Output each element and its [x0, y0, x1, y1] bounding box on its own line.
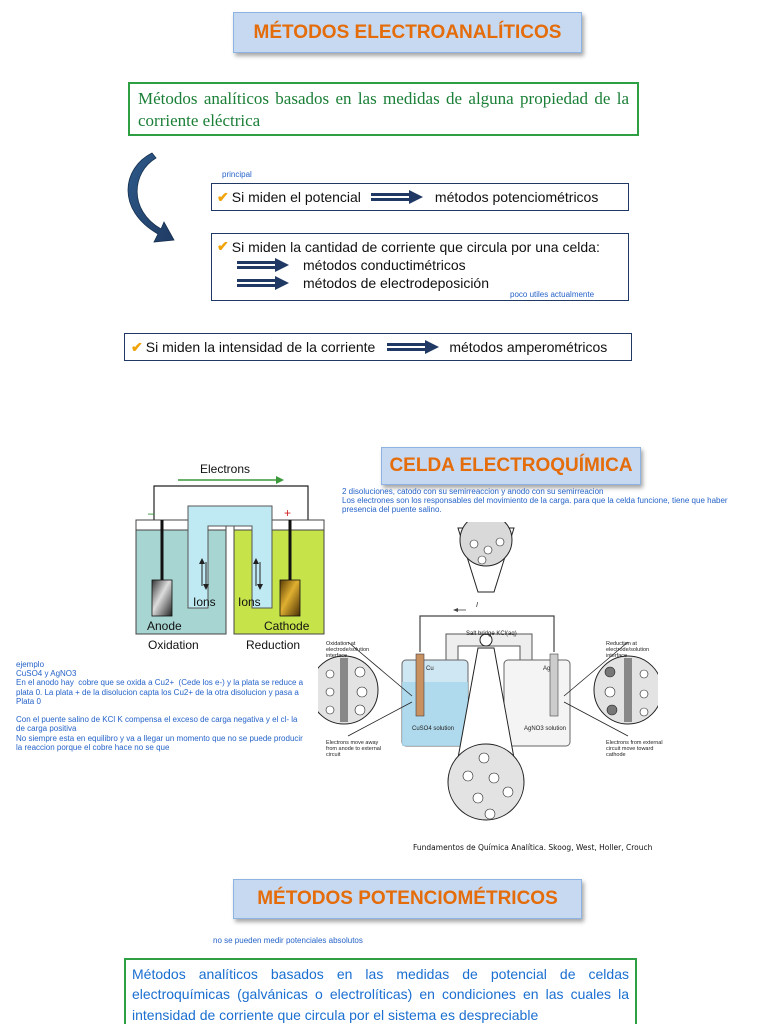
- plus-sign: +: [284, 506, 292, 520]
- agno3-label: AgNO3 solution: [524, 726, 567, 732]
- figure-caption: Fundamentos de Química Analítica. Skoog,…: [413, 843, 653, 852]
- double-arrow-icon: [387, 340, 440, 354]
- section3-title: MÉTODOS POTENCIOMÉTRICOS: [233, 879, 582, 919]
- cell-note: 2 disoluciones, catodo con su semirreacc…: [342, 487, 728, 515]
- note-poco-utiles: poco utiles actualmente: [510, 290, 595, 299]
- item-potential-label: Si miden el potencial: [231, 189, 361, 205]
- right-top-label: Reduction at electrode/solution interfac…: [606, 641, 650, 660]
- item-potential-method: métodos potenciométricos: [434, 189, 599, 205]
- double-arrow-icon: [237, 258, 289, 272]
- double-arrow-icon: [370, 190, 423, 204]
- section2-title: CELDA ELECTROQUÍMICA: [381, 447, 641, 485]
- section1-title: MÉTODOS ELECTROANALÍTICOS: [233, 12, 582, 53]
- check-icon: ✔: [131, 338, 143, 355]
- cu-label: Cu: [426, 666, 434, 672]
- note-principal: principal: [222, 170, 252, 179]
- method-electrodeposition: métodos de electrodeposición: [303, 275, 490, 291]
- ions-left-label: Ions: [193, 595, 216, 609]
- item-potential: ✔ Si miden el potencial métodos potencio…: [211, 183, 629, 211]
- right-bottom-label: Electrons from external circuit move tow…: [606, 740, 663, 759]
- section1-definition: Métodos analíticos basados en las medida…: [128, 82, 639, 136]
- salt-bridge-label: Salt bridge KCl(aq): [466, 631, 517, 637]
- minus-sign: –: [148, 506, 155, 520]
- item-quantity-label: Si miden la cantidad de corriente que ci…: [231, 238, 600, 255]
- detailed-cell-diagram: [318, 522, 658, 821]
- check-icon: ✔: [217, 238, 229, 254]
- salt-bridge: [187, 505, 273, 609]
- double-arrow-icon: [237, 276, 289, 290]
- left-bottom-label: Electrons move away from anode to extern…: [326, 740, 382, 759]
- simple-cell-diagram: [135, 476, 325, 635]
- method-conductimetric: métodos conductimétricos: [303, 257, 466, 273]
- section3-definition: Métodos analíticos basados en las medida…: [124, 958, 637, 1024]
- reduction-label: Reduction: [246, 638, 301, 652]
- item-intensity-label: Si miden la intensidad de la corriente: [145, 339, 376, 355]
- item-intensity: ✔ Si miden la intensidad de la corriente…: [124, 333, 632, 361]
- note-absolutos: no se pueden medir potenciales absolutos: [213, 936, 363, 945]
- anode-label: Anode: [147, 619, 182, 633]
- cathode-electrode: [279, 579, 301, 617]
- curved-arrow-icon: [127, 152, 175, 243]
- anode-electrode: [151, 579, 173, 617]
- ions-right-label: Ions: [238, 595, 261, 609]
- cathode-label: Cathode: [264, 619, 310, 633]
- left-top-label: Oxidation at electrode/solution interfac…: [326, 641, 370, 660]
- oxidation-label: Oxidation: [148, 638, 199, 652]
- item-quantity: ✔ Si miden la cantidad de corriente que …: [211, 233, 629, 301]
- check-icon: ✔: [217, 188, 229, 205]
- item-intensity-method: métodos amperométricos: [449, 339, 608, 355]
- ag-label: Ag: [543, 666, 551, 672]
- electrons-label: Electrons: [200, 462, 251, 476]
- cuso4-label: CuSO4 solution: [412, 726, 455, 732]
- example-note: ejemplo CuSO4 y AgNO3 En el anodo hay co…: [16, 660, 304, 752]
- current-label: I: [476, 602, 478, 609]
- left-beaker: [135, 529, 227, 635]
